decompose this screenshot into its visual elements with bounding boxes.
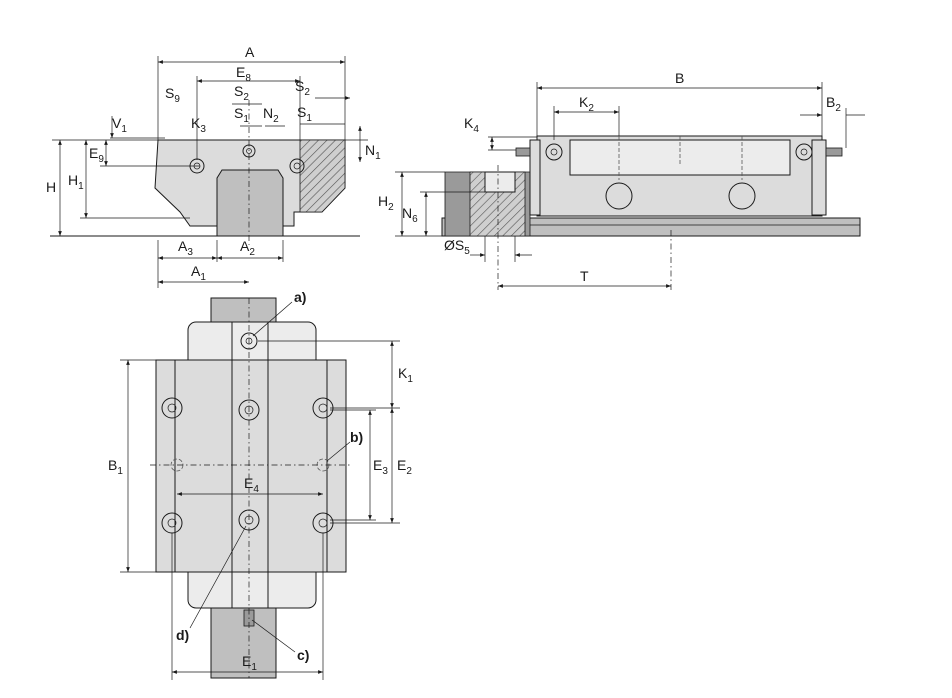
note-d: d) [176, 627, 189, 643]
rail-side [441, 217, 861, 237]
lube-nipple-left [515, 147, 531, 157]
rail-front-profile [216, 169, 284, 237]
note-c: c) [297, 647, 309, 663]
carriage-top-body [155, 359, 347, 573]
note-a: a) [294, 289, 306, 305]
label-S2-left: S2 [234, 83, 249, 103]
label-S5: ØS5 [444, 237, 470, 257]
label-E2: E2 [397, 457, 412, 477]
label-A3: A3 [178, 238, 193, 258]
section-hatch [299, 139, 346, 213]
top-view: K1 B1 E3 E2 E4 E1 a) b) c) d) [108, 289, 413, 680]
label-E3: E3 [373, 457, 388, 477]
label-N1: N1 [365, 142, 381, 162]
label-H: H [46, 179, 56, 195]
label-E4: E4 [244, 475, 259, 495]
label-B: B [675, 70, 684, 86]
label-S1-left: S1 [234, 105, 249, 125]
label-B2: B2 [826, 94, 841, 114]
side-view: B K2 B2 K4 H2 N6 ØS5 T [378, 70, 865, 290]
label-K4: K4 [464, 115, 479, 135]
label-S2-right: S2 [295, 78, 310, 98]
label-A: A [245, 44, 255, 60]
label-S1-right: S1 [297, 104, 312, 124]
label-T: T [580, 268, 589, 284]
side-bolts [545, 143, 813, 210]
label-A2: A2 [240, 238, 255, 258]
label-H1: H1 [68, 172, 84, 192]
label-N6: N6 [402, 205, 418, 225]
label-K3: K3 [191, 115, 206, 135]
lube-nipple-right [825, 147, 843, 157]
front-view: A E8 S9 S2 S2 V1 K3 S1 N2 S1 N1 E9 H H1 … [46, 44, 381, 288]
label-E1: E1 [242, 653, 257, 673]
label-K1: K1 [398, 365, 413, 385]
label-N2: N2 [263, 105, 279, 125]
label-B1: B1 [108, 457, 123, 477]
label-S9: S9 [165, 85, 180, 105]
label-K2: K2 [579, 94, 594, 114]
label-E8: E8 [236, 64, 251, 84]
label-H2: H2 [378, 193, 394, 213]
label-E9: E9 [89, 145, 104, 165]
label-A1: A1 [191, 263, 206, 283]
note-b: b) [350, 429, 363, 445]
label-V1: V1 [112, 115, 127, 135]
